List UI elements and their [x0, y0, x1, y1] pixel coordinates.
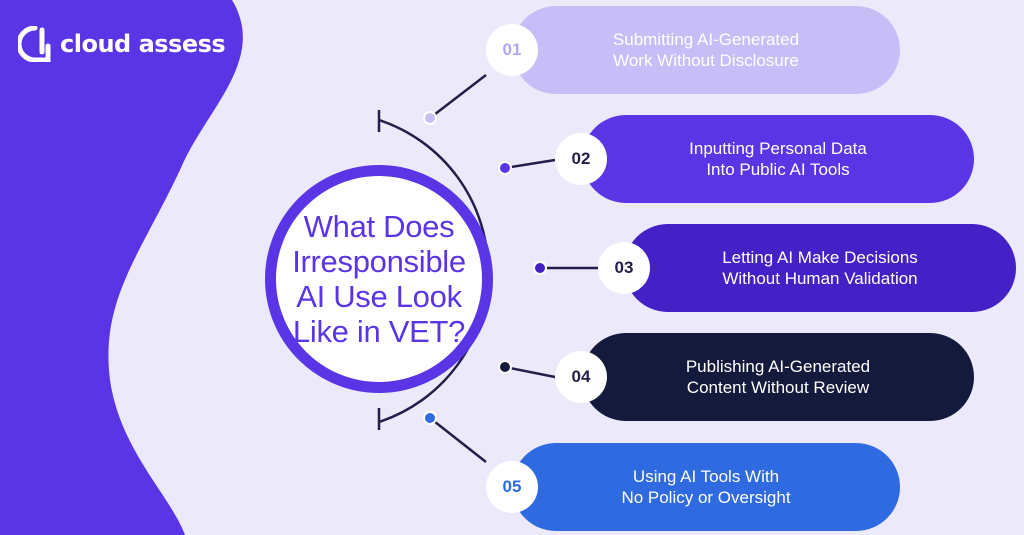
item-01-text: Submitting AI-Generated Work Without Dis… [612, 30, 800, 70]
center-title-circle: What Does Irresponsible AI Use Look Like… [265, 165, 493, 393]
item-03-number: 03 [598, 242, 650, 294]
dot-01 [423, 111, 437, 125]
item-05-card: Using AI Tools With No Policy or Oversig… [512, 443, 900, 531]
item-02-text: Inputting Personal Data Into Public AI T… [689, 139, 867, 179]
item-02-number: 02 [555, 133, 607, 185]
item-04-text: Publishing AI-Generated Content Without … [685, 357, 871, 397]
brand-name: cloud assess [60, 30, 226, 58]
item-04-card: Publishing AI-Generated Content Without … [582, 333, 974, 421]
dot-05 [423, 411, 437, 425]
dot-04 [498, 360, 512, 374]
item-04-number: 04 [555, 351, 607, 403]
item-01-number: 01 [486, 24, 538, 76]
item-01-card: Submitting AI-Generated Work Without Dis… [512, 6, 900, 94]
item-05-text: Using AI Tools With No Policy or Oversig… [621, 467, 791, 507]
cloud-assess-logo-icon [18, 26, 51, 62]
connector-01 [429, 74, 487, 119]
connector-05 [429, 417, 487, 463]
item-02-card: Inputting Personal Data Into Public AI T… [582, 115, 974, 203]
brand-logo: cloud assess [18, 26, 226, 62]
dot-03 [533, 261, 547, 275]
dot-02 [498, 161, 512, 175]
item-03-text: Letting AI Make Decisions Without Human … [722, 248, 918, 288]
item-03-card: Letting AI Make Decisions Without Human … [624, 224, 1016, 312]
connector-02 [504, 158, 556, 170]
diagram-title: What Does Irresponsible AI Use Look Like… [292, 209, 466, 349]
connector-04 [504, 365, 556, 379]
item-05-number: 05 [486, 461, 538, 513]
